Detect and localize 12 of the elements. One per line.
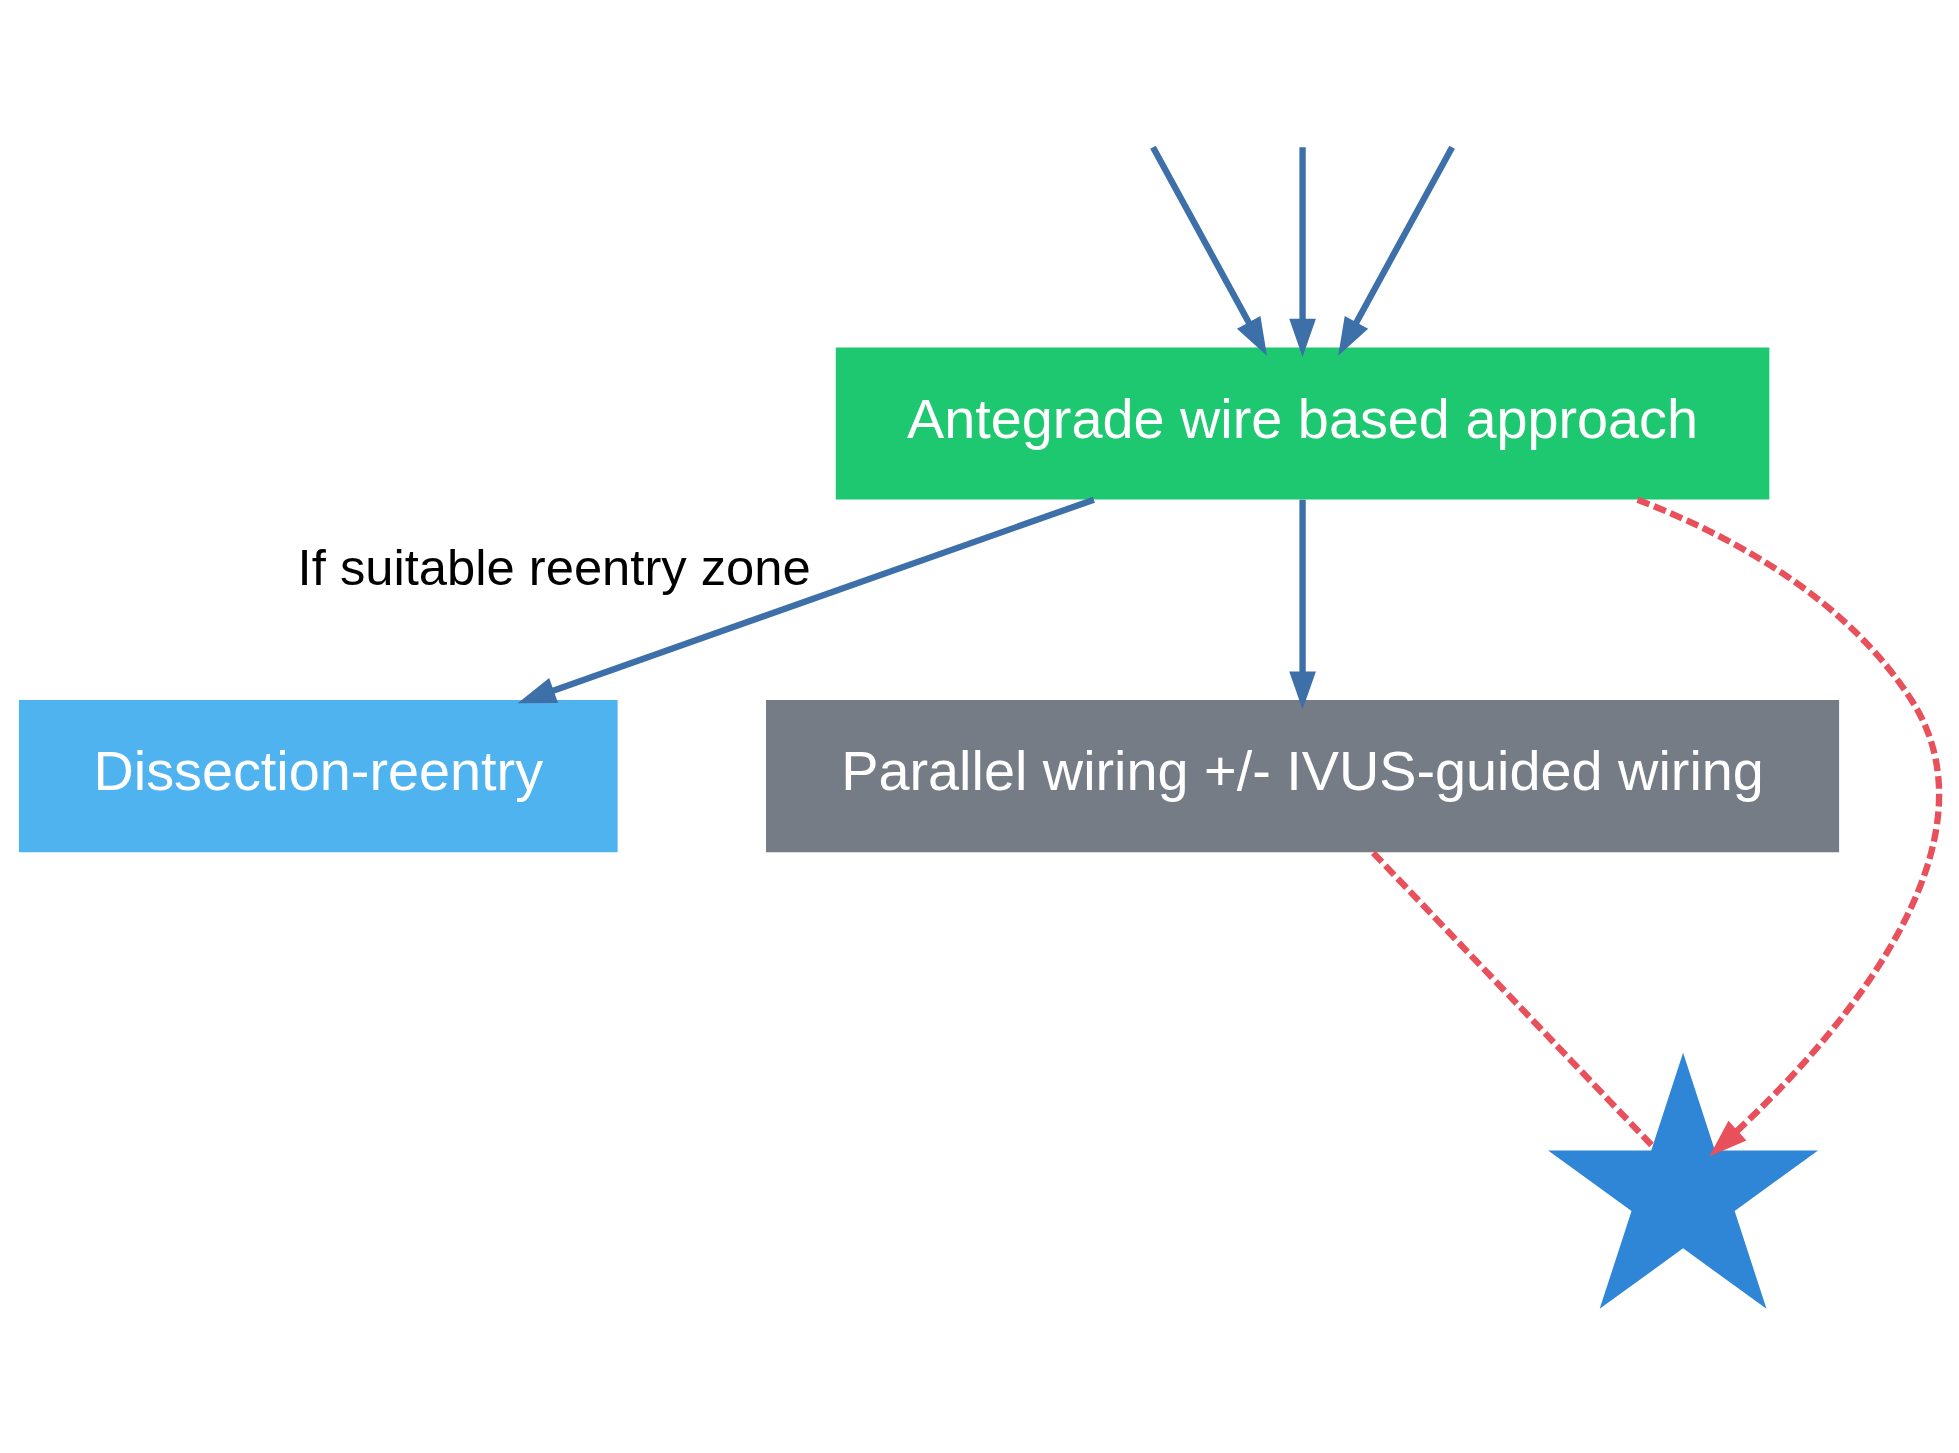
node-star — [1548, 1052, 1819, 1309]
node-box: Antegrade wire based approach — [835, 346, 1770, 500]
arrow — [1338, 145, 1455, 356]
arrow — [1150, 145, 1267, 356]
arrow — [1636, 496, 1942, 1156]
arrow — [1289, 146, 1316, 357]
edge-label: If suitable reentry zone — [297, 538, 811, 596]
node-box: Parallel wiring +/- IVUS-guided wiring — [766, 699, 1840, 852]
node-box: Dissection-reentry — [18, 699, 618, 852]
arrow — [517, 496, 1095, 703]
arrow — [1289, 499, 1316, 710]
connector — [1370, 850, 1655, 1148]
